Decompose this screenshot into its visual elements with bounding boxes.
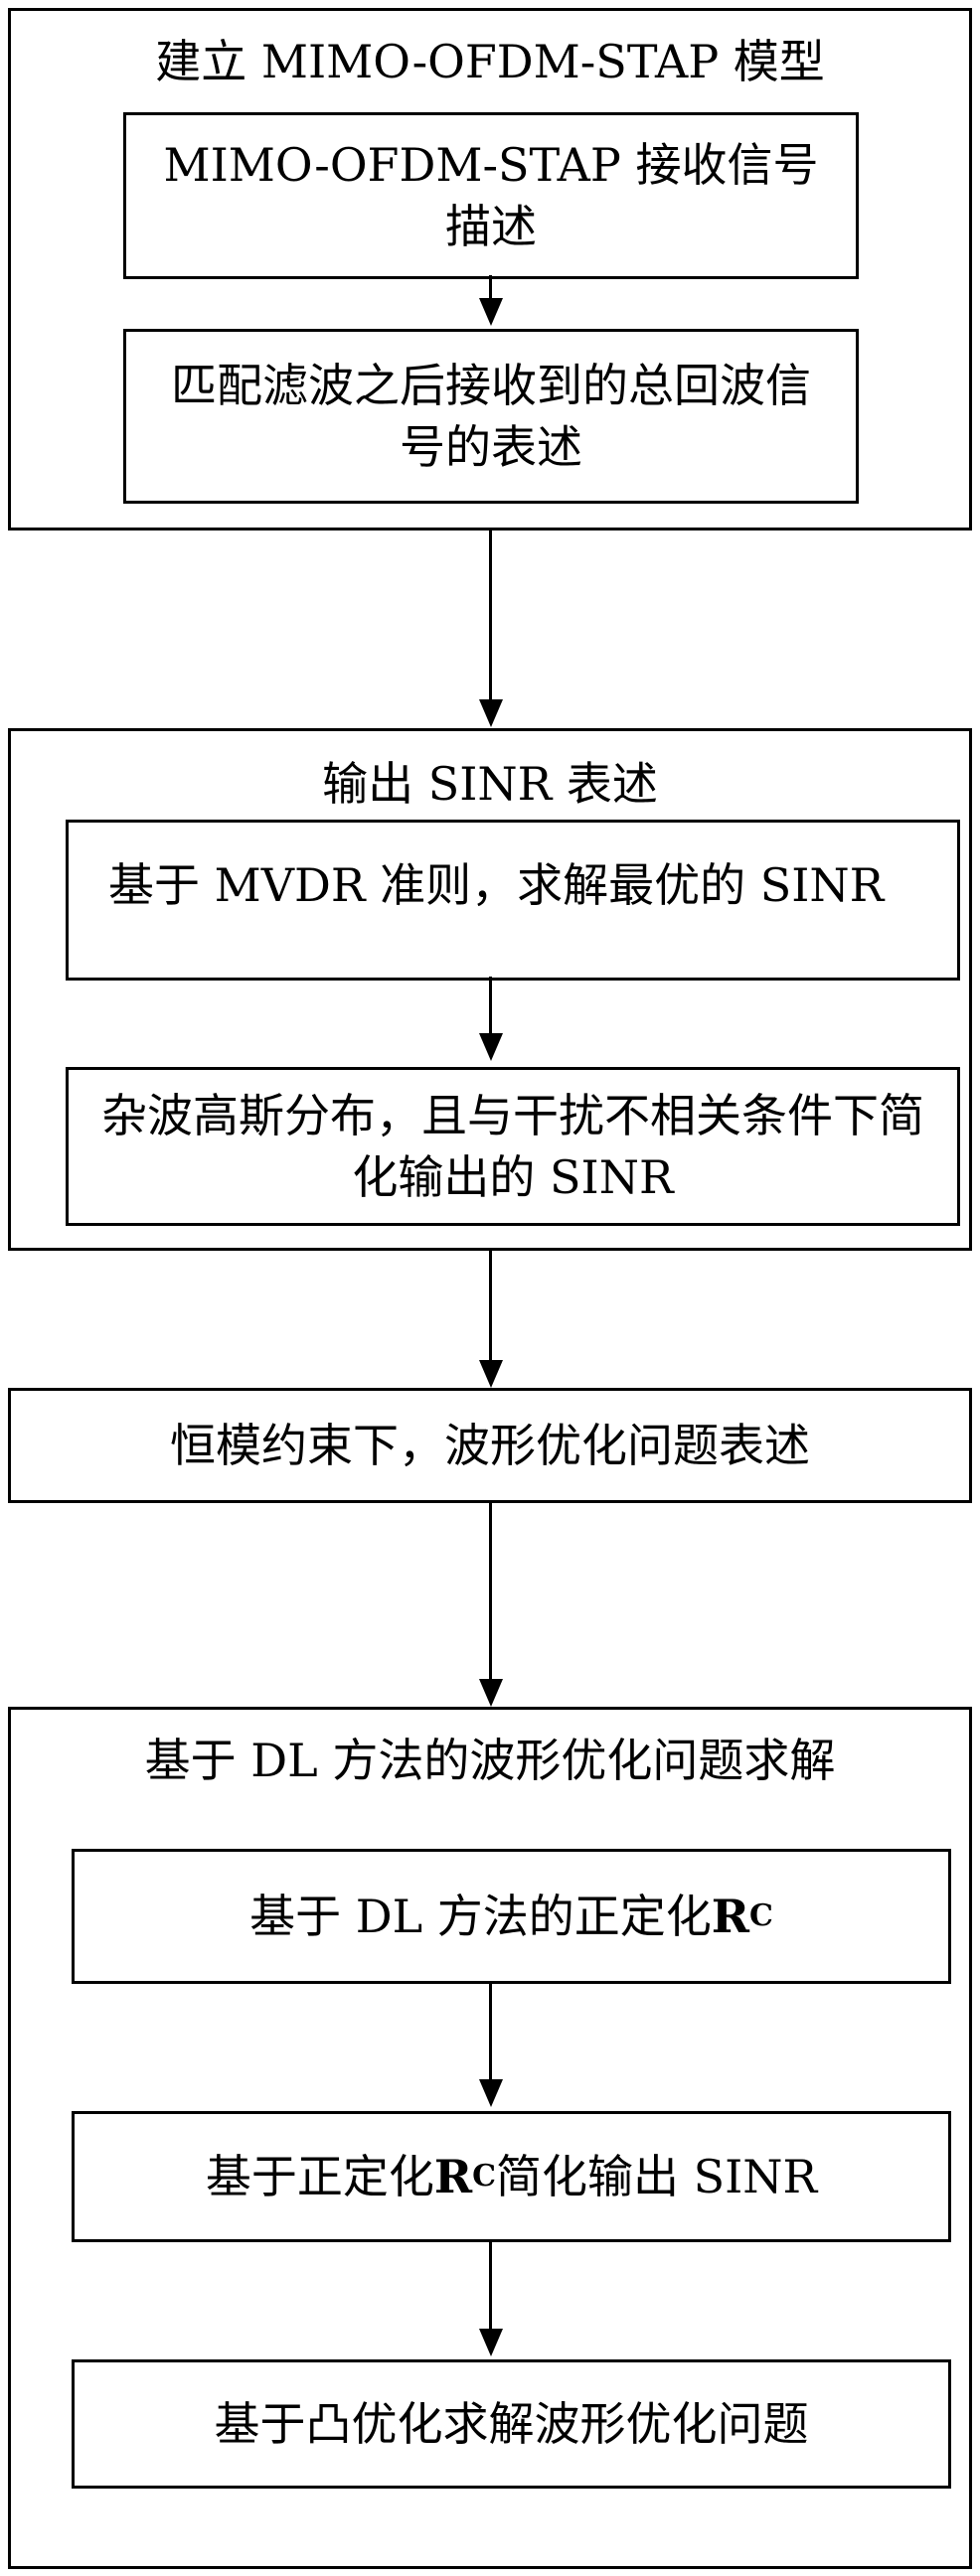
section-sinr-title: 输出 SINR 表述	[322, 757, 658, 811]
section-dl-title: 基于 DL 方法的波形优化问题求解	[144, 1734, 836, 1787]
section-model-title: 建立 MIMO-OFDM-STAP 模型	[155, 35, 825, 88]
step-signal-description: MIMO-OFDM-STAP 接收信号描述	[123, 112, 859, 279]
step-dl-regularize-text: 基于 DL 方法的正定化	[249, 1890, 712, 1943]
step-simplify-sinr-prefix: 基于正定化	[205, 2150, 434, 2203]
step-simplify-sinr-suffix: 简化输出 SINR	[495, 2150, 818, 2203]
step-mvdr: 基于 MVDR 准则，求解最优的 SINR	[66, 820, 960, 981]
matrix-r-symbol-2: R	[433, 2150, 473, 2203]
step-simplified-sinr: 杂波高斯分布，且与干扰不相关条件下简化输出的 SINR	[66, 1067, 960, 1226]
step-convex-optimization: 基于凸优化求解波形优化问题	[72, 2359, 951, 2489]
section-sinr: 输出 SINR 表述 基于 MVDR 准则，求解最优的 SINR 杂波高斯分布，…	[8, 728, 972, 1251]
section-waveform-problem: 恒模约束下，波形优化问题表述	[8, 1388, 972, 1503]
matrix-r-subscript-2: C	[472, 2159, 496, 2194]
matrix-r-subscript: C	[749, 1898, 773, 1933]
section-model: 建立 MIMO-OFDM-STAP 模型 MIMO-OFDM-STAP 接收信号…	[8, 8, 972, 530]
matrix-r-symbol: R	[711, 1890, 749, 1943]
step-echo-signal: 匹配滤波之后接收到的总回波信号的表述	[123, 329, 859, 504]
